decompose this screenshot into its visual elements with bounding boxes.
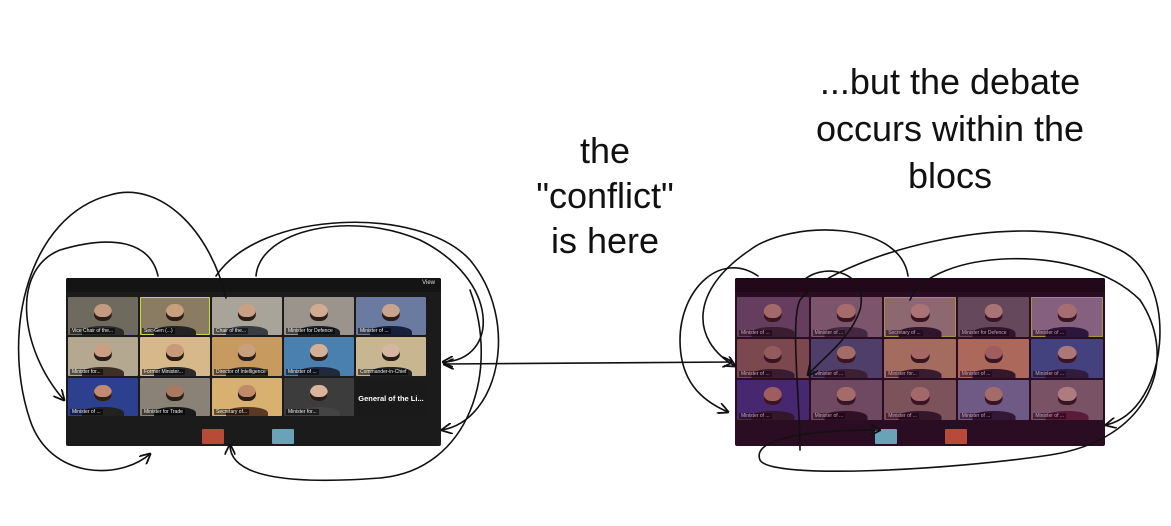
participant-tile: Minister of ... (810, 380, 883, 420)
participant-tile: Chair of the... (212, 297, 282, 336)
participant-tile: Minister of ... (737, 380, 809, 420)
participant-thumbnail (272, 429, 294, 444)
participant-head (381, 344, 401, 362)
participant-tile: Vice Chair of the... (68, 297, 138, 336)
participant-name-label: Commander-in-Chief (358, 368, 409, 375)
participant-name-label: Minister for Trade (142, 409, 185, 415)
participant-tile: Minister for... (284, 377, 354, 416)
right-loop-arrow (702, 229, 909, 366)
participant-name-label: Minister of ... (358, 328, 391, 335)
participant-head (165, 384, 185, 402)
participant-head (165, 344, 185, 362)
participant-tile: Minister of ... (810, 297, 883, 337)
right-loop-arrow (794, 230, 1161, 451)
participant-name-label: Sec-Gen (...) (142, 328, 175, 335)
participant-body (154, 326, 196, 336)
participant-name-label: Former Minister... (142, 368, 185, 375)
participant-body (82, 366, 124, 376)
participant-head (237, 344, 257, 362)
participant-tile: Minister of ... (1031, 297, 1103, 337)
participant-tile: Minister of ... (356, 297, 426, 336)
participant-body (298, 406, 340, 416)
participant-tile: Minister for... (68, 337, 138, 376)
participant-body (298, 366, 340, 376)
left-loop-arrow (17, 191, 227, 472)
left-loop-arrow (25, 241, 159, 400)
participant-tile: Minister for... (884, 338, 956, 379)
participant-name-label: Vice Chair of the... (70, 328, 116, 335)
participant-tile: General of the Li... (356, 377, 426, 416)
participant-thumbnail (202, 429, 224, 444)
participant-head (165, 303, 185, 321)
participant-display-name: General of the Li... (358, 393, 424, 403)
left-video-call-screenshot: View Vice Chair of the... Sec-Gen (...) Ch… (66, 278, 441, 446)
participant-body (82, 406, 124, 416)
participant-tile: Minister of ... (1031, 338, 1103, 379)
participant-tile: Minister of ... (1031, 380, 1103, 420)
view-button[interactable]: View (422, 280, 435, 286)
participant-thumbnail (945, 429, 967, 444)
participant-name-label: Minister of ... (286, 368, 319, 375)
participant-head (93, 303, 113, 321)
participant-head (93, 384, 113, 402)
participant-tile: Secretary of ... (884, 297, 956, 337)
participant-tile: Minister of ... (284, 337, 354, 376)
participant-name-label: Secretary of... (214, 409, 250, 415)
participant-head (93, 344, 113, 362)
between-blocs-double-arrow (444, 362, 732, 364)
participant-name-label: Minister of ... (70, 409, 103, 415)
participant-tile: Commander-in-Chief (356, 337, 426, 376)
participant-head (309, 344, 329, 362)
participant-tile: Minister of ... (957, 338, 1030, 379)
hidden-participants-strip (202, 429, 294, 444)
left-loop-arrow (255, 224, 484, 362)
participant-name-label: Chair of the... (214, 328, 249, 335)
participant-tile: Secretary of... (212, 377, 282, 416)
participant-head (237, 384, 257, 402)
left-loop-arrow (215, 221, 500, 430)
right-loop-arrow (679, 267, 759, 412)
participant-tile: Minister of ... (810, 338, 883, 379)
call-top-bar: View (66, 278, 441, 292)
participant-name-label: Minister for... (286, 409, 319, 415)
participant-tile: Minister of ... (957, 380, 1030, 420)
participant-tile: Sec-Gen (...) (140, 297, 210, 336)
participant-head (237, 303, 257, 321)
participant-body (370, 326, 412, 336)
left-loop-arrow (230, 289, 483, 482)
participant-head (309, 303, 329, 321)
debate-blocs-label: ...but the debate occurs within the bloc… (815, 61, 1085, 196)
right-loop-arrow (758, 257, 1158, 472)
participant-head (309, 384, 329, 402)
participant-tile: Former Minister... (140, 337, 210, 376)
participant-tile: Minister for Defence (957, 297, 1030, 337)
participant-tile: Minister for Defence (284, 297, 354, 336)
participant-tile: Minister of ... (68, 377, 138, 416)
participant-tile: Minister for Trade (140, 377, 210, 416)
participant-head (381, 303, 401, 321)
participant-tile: Minister of ... (884, 380, 956, 420)
conflict-label: the "conflict" is here (536, 130, 674, 261)
participant-name-label: Director of Intelligence (214, 368, 268, 375)
participant-name-label: Minister for Defence (286, 328, 335, 335)
participant-name-label: Minister for... (70, 368, 103, 375)
participant-grid: Vice Chair of the... Sec-Gen (...) Chair o… (68, 297, 426, 416)
right-loop-arrow (799, 270, 863, 375)
participant-tile: Director of Intelligence (212, 337, 282, 376)
